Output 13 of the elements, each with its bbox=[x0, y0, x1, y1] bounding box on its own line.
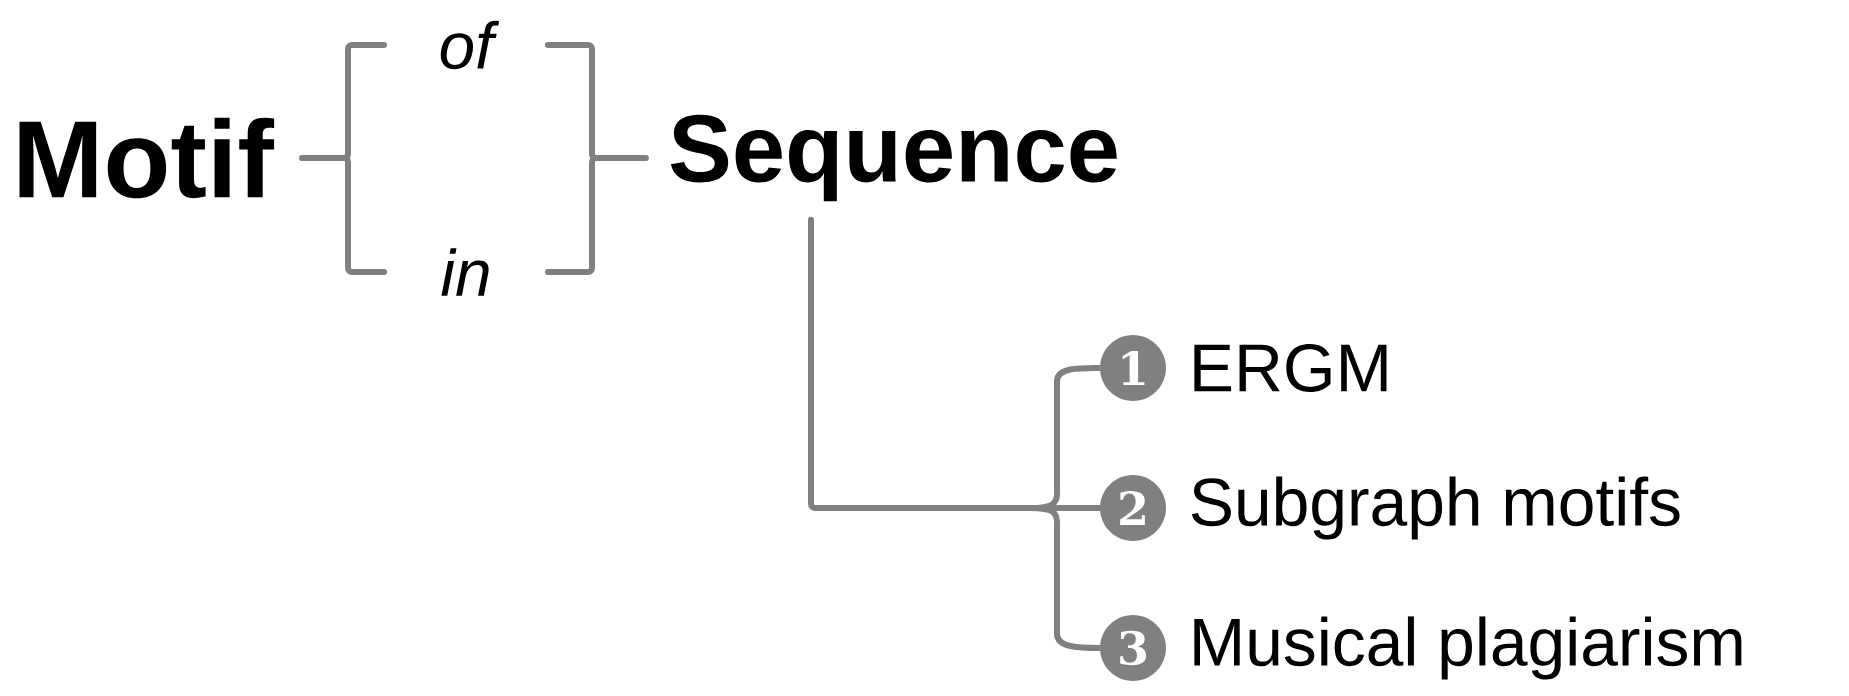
connecting-word: of bbox=[440, 20, 500, 70]
connector-line bbox=[808, 216, 1103, 511]
connector-line bbox=[544, 155, 649, 275]
number-badge: 3 bbox=[1100, 615, 1166, 681]
item-label: ERGM bbox=[1194, 344, 1387, 392]
connecting-word: in bbox=[441, 248, 489, 296]
number-badge: 1 bbox=[1100, 335, 1166, 401]
number-badge: 2 bbox=[1100, 475, 1166, 541]
item-label: Musical plagiarism bbox=[1194, 616, 1742, 680]
connector-line bbox=[1027, 505, 1103, 651]
heading-word: Motif bbox=[19, 117, 275, 199]
heading-word: Sequence bbox=[670, 114, 1117, 202]
item-label: Subgraph motifs bbox=[1191, 476, 1680, 540]
